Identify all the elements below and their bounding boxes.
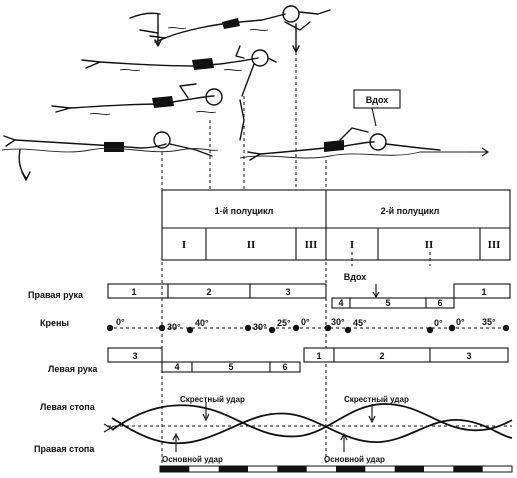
right-arm-seg-6: 6: [437, 298, 442, 308]
inhale-arrow: [372, 284, 380, 299]
roll-angle-4: 30°: [253, 322, 267, 332]
cross-kick-arrow-1: [202, 402, 210, 422]
left-arm-seg-6: 2: [379, 351, 384, 361]
roll-marker: 0°: [448, 317, 465, 332]
main-kick-arrow-1: [172, 432, 180, 452]
cross-kick-arrow-2: [368, 404, 376, 424]
second-half-cycle-label: 2-й полуцикл: [381, 206, 440, 216]
roll-angle-11: 35°: [482, 317, 496, 327]
right-foot-wave: [111, 412, 513, 445]
left-arm-timeline: 3 4 5 6 1 2 3: [107, 347, 509, 373]
time-scale-block: [394, 466, 424, 472]
time-scale-block: [277, 466, 307, 472]
phase-2-3: III: [488, 239, 501, 251]
time-scale-bar: [159, 465, 513, 473]
roll-marker: 30°: [244, 322, 267, 332]
phase-header: 1-й полуцикл 2-й полуцикл I II III I II …: [161, 189, 511, 266]
rolls-row-label: Крены: [40, 318, 69, 328]
waves-origin-mark: [103, 423, 115, 433]
swimmer-figure-5: [239, 127, 489, 161]
right-arm-timeline: 1 2 3 4 5 6 1: [107, 283, 511, 309]
right-arm-seg-2: 2: [206, 287, 211, 297]
main-kick-label-1: Основной удар: [162, 455, 223, 464]
roll-angle-1: 0°: [116, 317, 125, 327]
left-arm-seg-7: 3: [466, 351, 471, 361]
right-arm-seg-7: 1: [481, 287, 486, 297]
main-kick-label-2: Основной удар: [324, 455, 385, 464]
roll-marker: 0°: [292, 317, 310, 332]
inhale-callout: Вдох: [353, 89, 401, 127]
time-scale-block: [160, 466, 190, 472]
time-scale-block: [453, 466, 483, 472]
right-arm-seg-1: 1: [131, 287, 136, 297]
roll-angle-10: 0°: [456, 317, 465, 327]
roll-angle-9: 0°: [434, 318, 443, 328]
left-arm-seg-1: 3: [132, 351, 137, 361]
cross-kick-label-2: Скрестный удар: [344, 395, 409, 404]
phase-2-2: II: [425, 239, 434, 251]
left-arm-seg-4: 6: [282, 362, 287, 372]
swimmer-illustrations: Вдох: [1, 5, 489, 181]
roll-angle-7: 30°: [331, 317, 345, 327]
time-scale-blocks: [160, 466, 483, 472]
time-scale-block: [218, 466, 248, 472]
swimmer-figure-1: [129, 5, 331, 53]
swimmer-figure-4: [1, 131, 219, 181]
row-labels: Правая рука Крены Левая рука Левая стопа…: [28, 290, 98, 454]
roll-marker: 40°: [186, 318, 209, 334]
left-arm-row-label: Левая рука: [48, 364, 98, 374]
time-scale-block: [336, 466, 366, 472]
right-arm-seg-3: 3: [285, 287, 290, 297]
left-arm-seg-5: 1: [316, 351, 321, 361]
right-foot-row-label: Правая стопа: [34, 444, 95, 454]
phase-1-1: I: [182, 239, 186, 251]
swimmer-figure-2: [81, 45, 277, 97]
projection-lines: [161, 52, 327, 190]
roll-marker: 25°: [268, 318, 291, 334]
roll-marker: 35°: [482, 317, 510, 332]
phase-1-2: II: [247, 239, 256, 251]
inhale-callout-label: Вдох: [366, 95, 389, 105]
left-arm-seg-3: 5: [228, 362, 233, 372]
cross-kick-label-1: Скрестный удар: [180, 395, 245, 404]
phase-2-1: I: [350, 239, 354, 251]
roll-marker: 0°: [426, 318, 443, 334]
kick-waves: Скрестный удар Скрестный удар Основной у…: [103, 395, 513, 464]
roll-angle-3: 40°: [195, 318, 209, 328]
roll-marker: 45°: [344, 318, 367, 334]
inhale-marker-label: Вдох: [344, 272, 367, 282]
roll-angle-6: 0°: [301, 317, 310, 327]
main-kick-arrow-2: [340, 432, 348, 452]
roll-angle-8: 45°: [353, 318, 367, 328]
first-half-cycle-label: 1-й полуцикл: [215, 206, 274, 216]
right-arm-seg-4: 4: [338, 298, 343, 308]
roll-angle-5: 25°: [277, 318, 291, 328]
swimmer-figure-3: [51, 83, 245, 141]
phase-1-3: III: [305, 239, 318, 251]
left-arm-seg-2: 4: [174, 362, 179, 372]
roll-marker: 30°: [324, 317, 345, 332]
roll-marker: 0°: [106, 317, 125, 332]
inhale-zone: [330, 260, 382, 270]
roll-angle-2: 30°: [167, 322, 181, 332]
right-arm-seg-5: 5: [385, 298, 390, 308]
left-foot-row-label: Левая стопа: [40, 402, 96, 412]
right-arm-row-label: Правая рука: [28, 290, 84, 300]
